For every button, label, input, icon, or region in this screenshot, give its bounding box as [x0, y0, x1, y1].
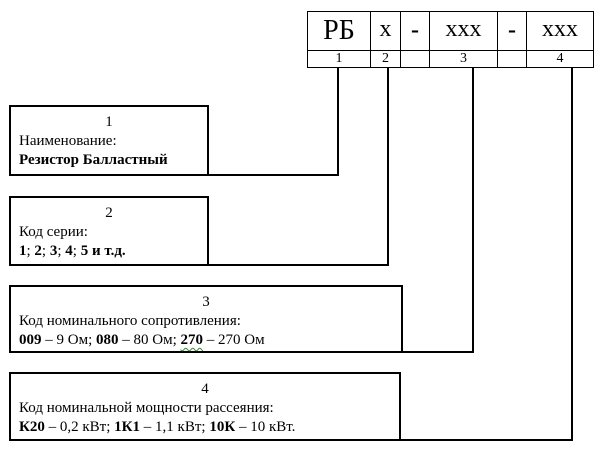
value-code: 270	[180, 332, 204, 348]
connector-line-4	[400, 68, 573, 441]
value-text: ;	[41, 243, 50, 259]
box-number: 2	[105, 205, 113, 221]
value-code: 3	[49, 243, 58, 259]
connector-line-3	[402, 68, 474, 353]
code-dash-2: -	[497, 11, 527, 51]
value-text: ;	[72, 243, 81, 259]
value-code: 009	[19, 332, 42, 348]
box-values: 1; 2; 3; 4; 5 и т.д.	[19, 242, 199, 261]
box-values: К20 – 0,2 кВт; 1К1 – 1,1 кВт; 10К – 10 к…	[19, 418, 391, 437]
box-label: Код серии:	[19, 224, 88, 240]
box-number: 1	[105, 114, 113, 130]
value-code: 1	[19, 243, 27, 259]
code-dash-1: -	[400, 11, 430, 51]
value-code: Резистор Балластный	[19, 152, 168, 168]
code-number-1: 1	[307, 50, 371, 68]
code-segment-pb: РБ	[307, 11, 371, 51]
value-code: 2	[34, 243, 42, 259]
box-series-code: 2 Код серии: 1; 2; 3; 4; 5 и т.д.	[9, 196, 209, 266]
box-label: Код номинальной мощности рассеяния:	[19, 400, 274, 416]
value-code: 4	[65, 243, 73, 259]
box-label: Код номинального сопротивления:	[19, 313, 241, 329]
value-code: К20	[19, 419, 45, 435]
code-number-3: 3	[429, 50, 498, 68]
box-name: 1 Наименование: Резистор Балластный	[9, 105, 209, 176]
code-segment-series: х	[370, 11, 401, 51]
value-code: 080	[96, 332, 119, 348]
value-text: – 1,1 кВт;	[140, 419, 210, 435]
value-text: – 0,2 кВт;	[44, 419, 115, 435]
value-text: – 9 Ом;	[41, 332, 96, 348]
value-code: 5 и т.д.	[80, 243, 126, 259]
code-number-2: 2	[371, 50, 401, 68]
value-text: ;	[26, 243, 35, 259]
connector-line-1	[208, 68, 339, 176]
box-label: Наименование:	[19, 133, 117, 149]
value-code: 1К1	[114, 419, 141, 435]
code-segment-power: ххх	[526, 11, 594, 51]
box-values: 009 – 9 Ом; 080 – 80 Ом; 270 – 270 Ом	[19, 331, 393, 350]
value-code: 10К	[209, 419, 236, 435]
value-text: – 270 Ом	[203, 332, 265, 348]
value-text: ;	[57, 243, 66, 259]
code-number-blank-1	[400, 50, 430, 68]
value-text: – 80 Ом;	[118, 332, 181, 348]
code-number-4: 4	[526, 50, 594, 68]
box-number: 3	[202, 294, 210, 310]
code-number-blank-2	[497, 50, 527, 68]
code-segment-resistance: ххх	[429, 11, 498, 51]
connector-line-2	[208, 68, 389, 266]
box-resistance-code: 3 Код номинального сопротивления: 009 – …	[9, 285, 403, 353]
box-number: 4	[201, 381, 209, 397]
value-text: – 10 кВт.	[235, 419, 296, 435]
box-power-code: 4 Код номинальной мощности рассеяния: К2…	[9, 372, 401, 441]
box-values: Резистор Балластный	[19, 151, 199, 170]
